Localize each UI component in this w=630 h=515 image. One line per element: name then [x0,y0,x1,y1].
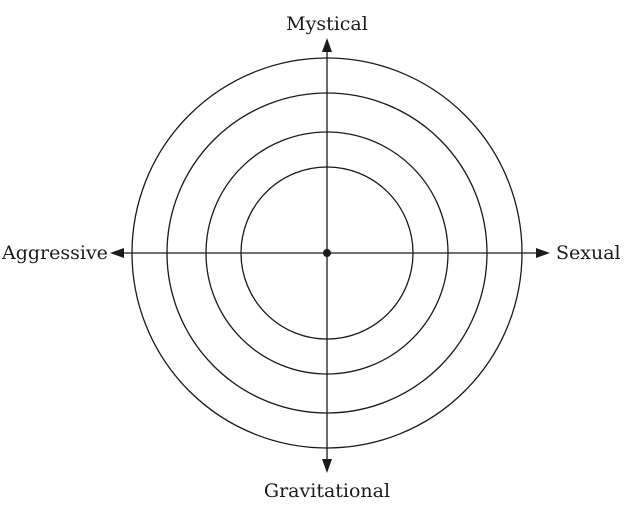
axes-group [110,38,550,473]
arrow-down-icon [322,459,332,473]
arrow-up-icon [322,38,332,52]
arrow-right-icon [536,248,550,258]
center-dot [323,249,331,257]
labels-group: Mystical Gravitational Aggressive Sexual [1,13,621,502]
label-left: Aggressive [1,242,108,264]
label-right: Sexual [556,242,621,264]
label-bottom: Gravitational [264,480,390,502]
arrow-left-icon [110,248,124,258]
label-top: Mystical [286,13,368,35]
